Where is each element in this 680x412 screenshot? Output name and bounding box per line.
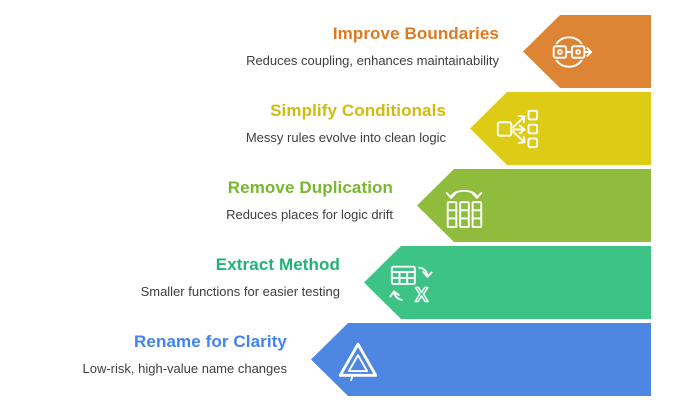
boundaries-cycle-icon <box>547 29 593 75</box>
merge-columns-icon <box>441 183 487 229</box>
row-text-block: Extract Method Smaller functions for eas… <box>141 255 340 300</box>
row-title: Simplify Conditionals <box>270 101 446 120</box>
row-subtitle: Low-risk, high-value name changes <box>82 361 288 376</box>
row-text-block: Rename for Clarity Low-risk, high-value … <box>83 332 288 377</box>
row-subtitle: Smaller functions for easier testing <box>140 284 340 299</box>
arrow-banner <box>523 15 651 88</box>
row-text-block: Simplify Conditionals Messy rules evolve… <box>246 101 446 146</box>
arrow-banner <box>417 169 651 242</box>
arrow-banner: X <box>364 246 651 319</box>
row-subtitle: Reduces coupling, enhances maintainabili… <box>246 53 499 68</box>
row-improve-boundaries: Improve Boundaries Reduces coupling, enh… <box>0 15 680 88</box>
table-convert-icon: X <box>388 260 434 306</box>
row-subtitle: Messy rules evolve into clean logic <box>245 130 446 145</box>
branch-fanout-icon <box>494 106 540 152</box>
row-title: Remove Duplication <box>227 178 393 197</box>
row-rename-for-clarity: Rename for Clarity Low-risk, high-value … <box>0 323 680 396</box>
row-extract-method: Extract Method Smaller functions for eas… <box>0 246 680 319</box>
row-title: Rename for Clarity <box>134 332 287 351</box>
row-subtitle: Reduces places for logic drift <box>226 207 393 222</box>
arrow-banner <box>470 92 651 165</box>
row-remove-duplication: Remove Duplication Reduces places for lo… <box>0 169 680 242</box>
row-title: Extract Method <box>215 255 340 274</box>
rename-loop-icon <box>335 337 381 383</box>
row-simplify-conditionals: Simplify Conditionals Messy rules evolve… <box>0 92 680 165</box>
svg-text:X: X <box>415 285 429 306</box>
row-title: Improve Boundaries <box>332 24 499 43</box>
row-text-block: Improve Boundaries Reduces coupling, enh… <box>246 24 499 69</box>
arrow-banner <box>311 323 651 396</box>
row-text-block: Remove Duplication Reduces places for lo… <box>226 178 393 223</box>
